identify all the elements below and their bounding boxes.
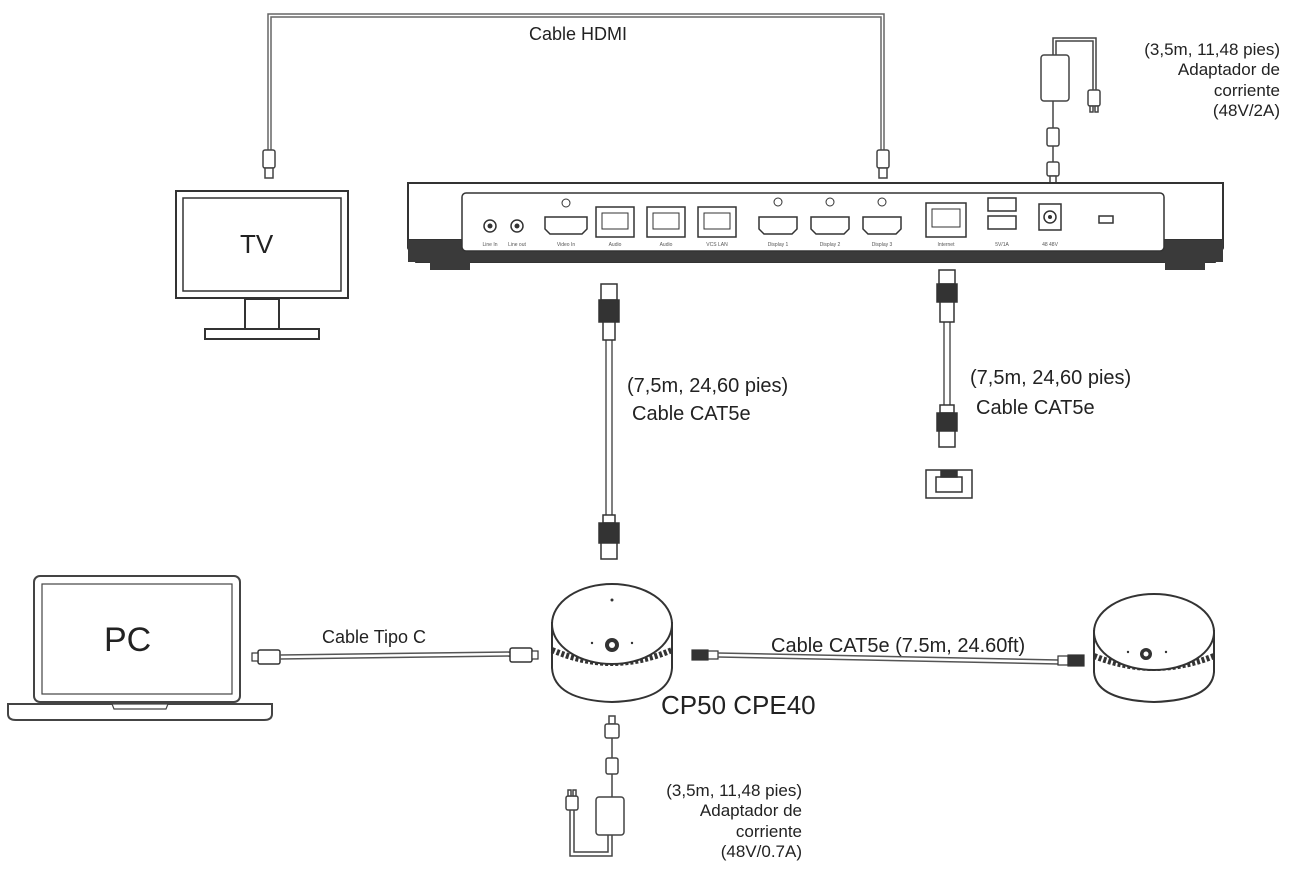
hdmi-connector-hub xyxy=(876,149,890,179)
port-label-line-in: Line In xyxy=(482,242,497,248)
vcs-hub: Line In Line out Video In Audio Audio VC… xyxy=(407,182,1224,270)
hdmi-cable-label: Cable HDMI xyxy=(529,24,628,44)
hub-power-label: (3,5m, 11,48 pies) Adaptador de corrient… xyxy=(1144,40,1280,122)
speaker-power-name-1: Adaptador de xyxy=(699,801,802,821)
port-label-dc-in: 48 48V xyxy=(1042,242,1059,248)
cat5e-main-length: (7,5m, 24,60 pies) xyxy=(627,375,789,397)
port-label-audio-2: Audio xyxy=(660,242,673,248)
cat5e-lan-length: (7,5m, 24,60 pies) xyxy=(970,367,1132,389)
port-label-audio-1: Audio xyxy=(609,242,622,248)
speaker-power-length: (3,5m, 11,48 pies) xyxy=(666,781,802,800)
tv-monitor xyxy=(175,190,349,340)
wall-network-jack xyxy=(925,469,973,499)
rj45-connector-lan-bottom xyxy=(936,404,958,448)
pc-label: PC xyxy=(104,621,152,659)
pc-laptop xyxy=(7,575,273,721)
speaker-power-adapter xyxy=(565,715,625,857)
type-c-cable xyxy=(251,647,539,665)
port-label-vcs-lan: VCS LAN xyxy=(706,242,728,248)
hub-power-adapter xyxy=(1040,37,1101,185)
type-c-cable-label: Cable Tipo C xyxy=(322,627,427,647)
cat5e-main-label: Cable CAT5e xyxy=(632,403,751,425)
tv-label: TV xyxy=(240,229,274,259)
port-label-display-3: Display 3 xyxy=(872,242,893,248)
cat5e-cable-main xyxy=(605,340,613,515)
speaker-power-name-2: corriente xyxy=(735,821,802,841)
cat5e-cable-lan xyxy=(943,322,951,405)
cat5e-lan-label: Cable CAT5e xyxy=(976,397,1095,419)
port-label-display-1: Display 1 xyxy=(768,242,789,248)
hub-power-name-2: corriente xyxy=(1213,80,1280,100)
hub-power-name-1: Adaptador de xyxy=(1177,60,1280,80)
speaker-power-label: (3,5m, 11,48 pies) Adaptador de corrient… xyxy=(622,781,802,863)
port-label-display-2: Display 2 xyxy=(820,242,841,248)
cat5e-cable-expansion xyxy=(691,649,1085,667)
speaker-power-rating: (48V/0.7A) xyxy=(720,842,802,862)
hub-power-rating: (48V/2A) xyxy=(1212,101,1280,121)
speakerphone-label: CP50 CPE40 xyxy=(661,690,816,720)
hdmi-cable xyxy=(267,13,885,150)
rj45-connector-bottom xyxy=(598,514,620,560)
rj45-connector-top xyxy=(598,283,620,341)
port-label-video-in: Video In xyxy=(557,242,575,248)
port-label-internet: Internet xyxy=(938,242,956,248)
rj45-connector-lan-top xyxy=(936,269,958,323)
cpe40-expansion-mic xyxy=(1092,593,1216,704)
port-label-usb: 5V/1A xyxy=(995,242,1009,248)
port-label-line-out: Line out xyxy=(508,242,526,248)
cat5e-expansion-label: Cable CAT5e (7.5m, 24.60ft) xyxy=(771,635,1026,657)
cp50-speakerphone xyxy=(550,583,674,704)
hub-power-length: (3,5m, 11,48 pies) xyxy=(1144,40,1280,59)
hdmi-connector-tv xyxy=(262,149,276,179)
